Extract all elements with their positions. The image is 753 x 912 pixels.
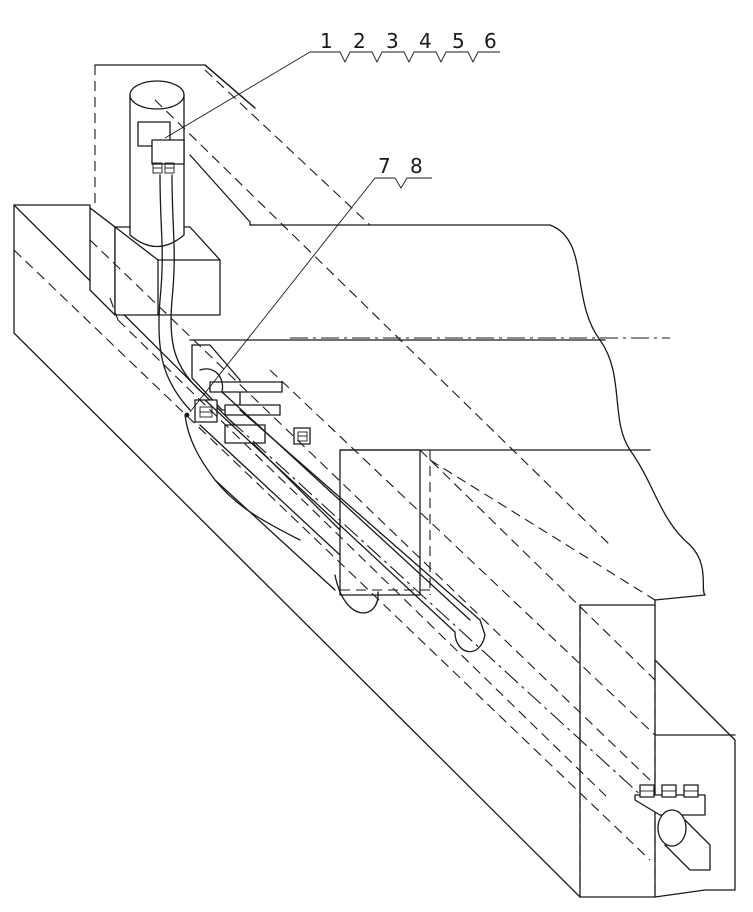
callout-1: 1 [320,29,333,53]
callout-2: 2 [353,29,366,53]
callout-7: 7 [378,154,391,178]
callout-3: 3 [386,29,399,53]
upper-block [189,224,706,606]
rod-assembly [191,344,486,653]
callout-6: 6 [484,29,497,53]
end-block [634,599,736,898]
callout-8: 8 [410,154,423,178]
pedestal [89,207,221,316]
callout-group-b: 7 8 [375,154,432,189]
callout-group-a: 1 2 3 4 5 6 [310,29,500,64]
callout-5: 5 [452,29,465,53]
hidden-lines [13,99,691,897]
leader-lines [164,51,376,413]
cylinder [129,80,185,248]
callout-4: 4 [419,29,432,53]
center-block [339,449,431,596]
